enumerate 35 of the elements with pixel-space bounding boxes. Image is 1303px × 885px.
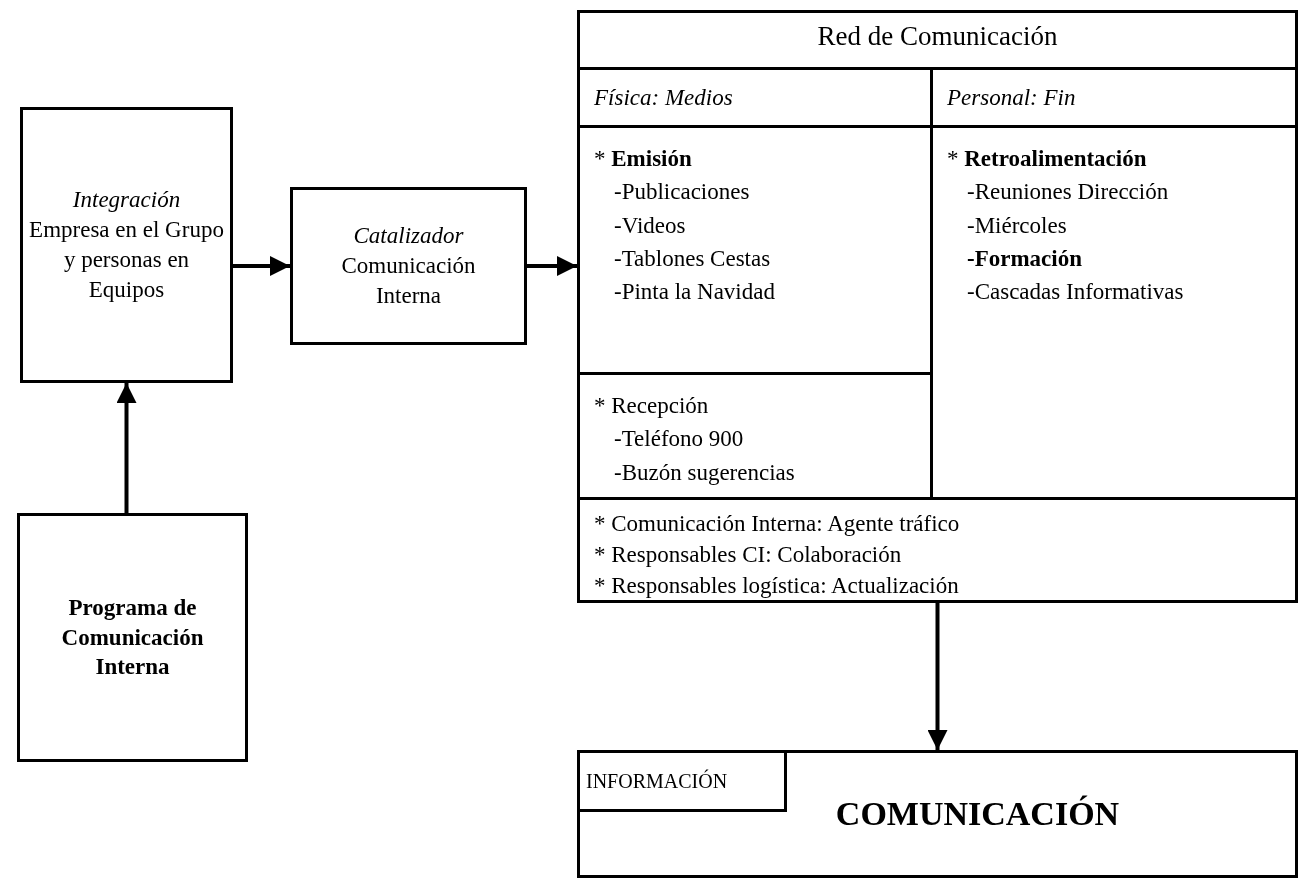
- node-text: Catalizador: [353, 222, 464, 251]
- node-text: *Retroalimentación: [947, 145, 1148, 173]
- node-text: * Comunicación Interna: Agente tráfico: [594, 510, 961, 538]
- node-text: Integración: [72, 186, 181, 215]
- node-text: * Recepción: [594, 392, 710, 420]
- process-box: [17, 513, 248, 762]
- node-text: Comunicación Interna: [340, 252, 477, 310]
- node-text: *Emisión: [594, 145, 693, 173]
- node-text: INFORMACIÓN: [586, 768, 729, 794]
- node-text: -Miércoles: [966, 211, 1068, 240]
- node-text: Física: Medios: [594, 83, 734, 112]
- node-text: -Buzón sugerencias: [613, 458, 796, 487]
- node-text: Personal: Fin: [947, 83, 1077, 112]
- node-text: -Cascadas Informativas: [966, 278, 1185, 307]
- node-text: -Publicaciones: [613, 178, 751, 207]
- node-text: -Reuniones Dirección: [966, 178, 1170, 207]
- node-text: Red de Comunicación: [817, 20, 1058, 53]
- tag-box: [577, 750, 787, 812]
- process-box: [290, 187, 527, 345]
- result-box: [577, 750, 1298, 878]
- arrow: [233, 256, 290, 276]
- node-text: -Pinta la Navidad: [613, 278, 776, 307]
- node-text: -Videos: [613, 211, 687, 240]
- node-text: -Formación: [966, 245, 1083, 274]
- node-text: Programa de Comunicación Interna: [60, 593, 205, 682]
- node-text: * Responsables logística: Actualización: [594, 572, 960, 601]
- node-text: * Responsables CI: Colaboración: [594, 541, 903, 570]
- node-text: COMUNICACIÓN: [835, 793, 1120, 834]
- node-text: Empresa en el Grupo y personas en Equipos: [29, 216, 224, 304]
- process-box: [20, 107, 233, 383]
- arrow: [527, 256, 577, 276]
- node-text: -Teléfono 900: [613, 425, 745, 454]
- panel-box: [577, 10, 1298, 600]
- node-text: -Tablones Cestas: [613, 245, 772, 274]
- arrow: [116, 383, 137, 513]
